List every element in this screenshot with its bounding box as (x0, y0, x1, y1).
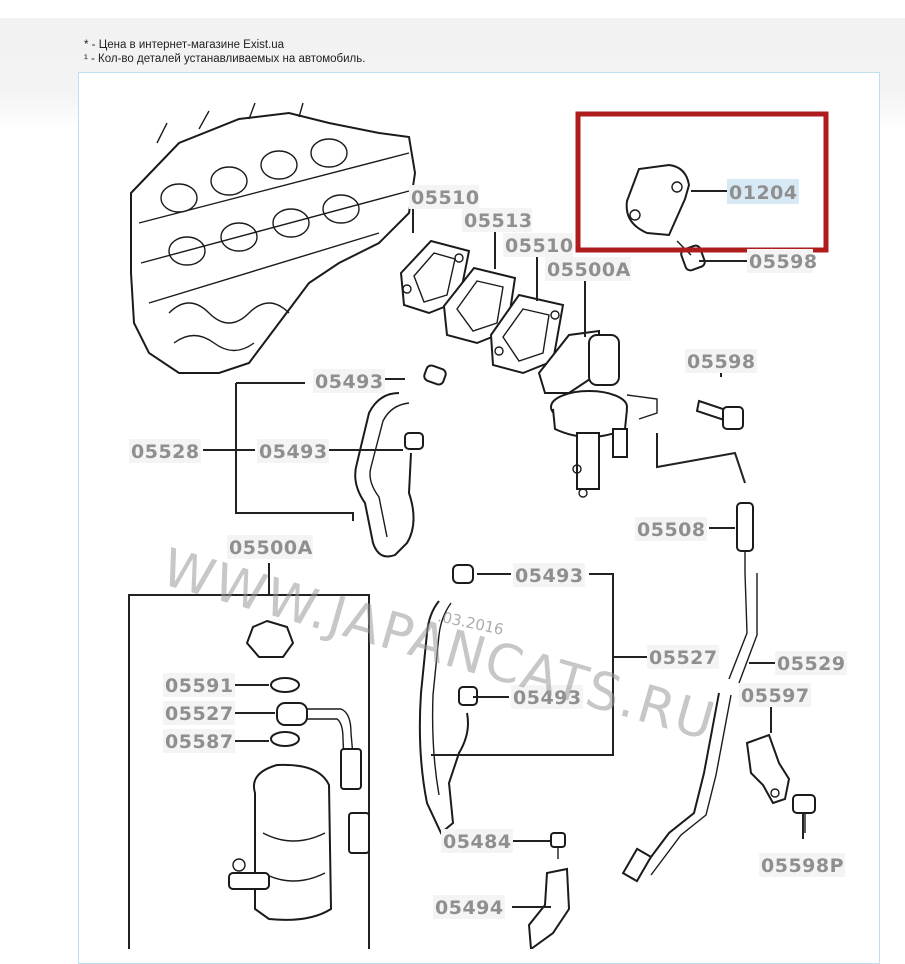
electric-pump-subassembly (128, 563, 370, 949)
label-05528[interactable]: 05528 (131, 441, 200, 463)
block-off-plate-01204-drawing (625, 163, 691, 237)
label-05591[interactable]: 05591 (165, 675, 234, 697)
label-01204[interactable]: 01204 (729, 182, 798, 204)
price-footnote: * - Цена в интернет-магазине Exist.ua (84, 39, 285, 51)
label-05484[interactable]: 05484 (443, 831, 512, 853)
label-05510-upper[interactable]: 05510 (411, 187, 480, 209)
part-labels: 01204 05598 05510 05513 05510 05500A 054… (129, 179, 847, 919)
gasket-05513-drawing (442, 266, 517, 345)
parts-diagram-panel: 01204 05598 05510 05513 05510 05500A 054… (78, 72, 880, 964)
label-05527-left[interactable]: 05527 (165, 703, 234, 725)
label-05494[interactable]: 05494 (435, 897, 504, 919)
cylinder-head-drawing (130, 102, 417, 374)
parts-diagram: 01204 05598 05510 05513 05510 05500A 054… (128, 102, 847, 949)
hose-05528-drawing (354, 364, 447, 558)
label-05513[interactable]: 05513 (464, 210, 533, 232)
label-05493-lower[interactable]: 05493 (513, 687, 582, 709)
label-05493-upper[interactable]: 05493 (315, 371, 384, 393)
quantity-footnote: ¹ - Кол-во деталей устанавливаемых на ав… (84, 53, 366, 65)
label-05529[interactable]: 05529 (777, 653, 846, 675)
label-05597[interactable]: 05597 (741, 685, 810, 707)
hose-05508-drawing (728, 502, 758, 684)
pipe-05529-drawing (621, 692, 732, 883)
gasket-05510-lower-drawing (489, 293, 565, 375)
bolt-05598-middle-drawing (695, 399, 744, 430)
hose-05527-drawing (418, 564, 478, 835)
leader-lines (203, 190, 804, 908)
label-05493-middle[interactable]: 05493 (515, 565, 584, 587)
clip-05484-drawing (550, 832, 566, 859)
bracket-05494-drawing (527, 867, 571, 949)
part-highlight-frame (575, 111, 829, 253)
label-05598-middle[interactable]: 05598 (687, 351, 756, 373)
label-05500A-pump[interactable]: 05500A (547, 259, 631, 281)
top-strip (0, 0, 905, 18)
label-05508[interactable]: 05508 (637, 519, 706, 541)
label-05510-lower[interactable]: 05510 (505, 235, 574, 257)
label-05500A-electric[interactable]: 05500A (229, 537, 313, 559)
footnotes: * - Цена в интернет-магазине Exist.ua ¹ … (84, 38, 365, 66)
fuel-pump-mechanical-drawing (537, 329, 658, 498)
label-05527-right[interactable]: 05527 (649, 647, 718, 669)
bracket-05597-drawing (745, 733, 791, 805)
label-05598P[interactable]: 05598P (761, 855, 844, 877)
label-05587[interactable]: 05587 (165, 731, 234, 753)
label-05598-upper[interactable]: 05598 (749, 251, 818, 273)
bolt-05598-upper-drawing (676, 240, 706, 272)
label-05493-left[interactable]: 05493 (259, 441, 328, 463)
